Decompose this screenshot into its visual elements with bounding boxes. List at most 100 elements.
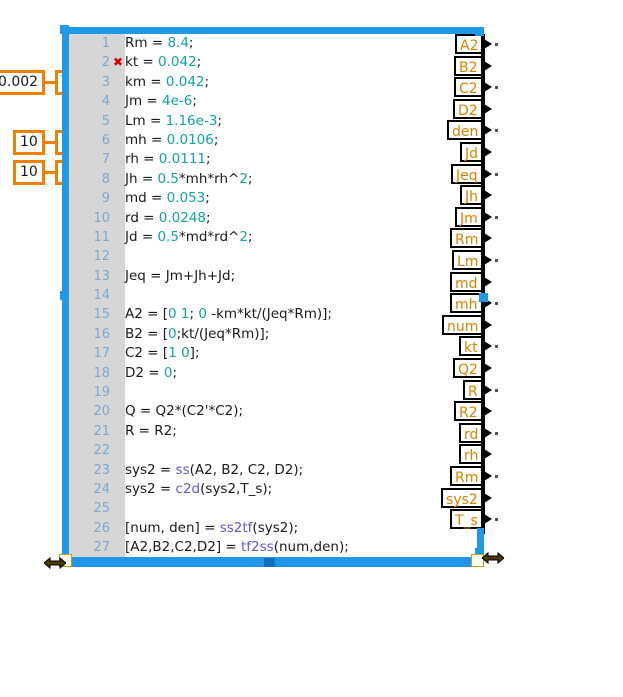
output-port-c2[interactable]: C2: [454, 77, 483, 97]
output-port-r2[interactable]: R2: [454, 401, 483, 421]
output-port-rm[interactable]: Rm: [450, 228, 484, 248]
output-port-signal-dot: [495, 259, 498, 262]
code-text[interactable]: km = 0.042;: [125, 73, 210, 90]
output-port-den[interactable]: den: [447, 120, 484, 140]
code-text[interactable]: Q = Q2*(C2'*C2);: [125, 403, 244, 420]
code-line[interactable]: 27[A2,B2,C2,D2] = tf2ss(num,den);: [69, 538, 475, 557]
input-value-q2[interactable]: 10: [13, 130, 45, 155]
output-port-jm[interactable]: Jm: [455, 207, 483, 227]
code-text[interactable]: mh = 0.0106;: [125, 131, 219, 148]
error-marker-icon[interactable]: ✖: [113, 55, 124, 70]
code-line[interactable]: 16 B2 = [0;kt/(Jeq*Rm)];: [69, 325, 475, 344]
output-port-mh[interactable]: mh: [450, 293, 483, 313]
code-text[interactable]: rd = 0.0248;: [125, 209, 211, 226]
selection-handle-top-right[interactable]: [475, 27, 484, 36]
code-text[interactable]: Jeq = Jm+Jh+Jd;: [125, 267, 236, 284]
output-port-r[interactable]: R: [463, 380, 483, 400]
line-number: 16: [93, 326, 110, 342]
resize-handle-bottom-right[interactable]: [471, 554, 484, 567]
code-line[interactable]: 25: [69, 499, 475, 518]
output-port-sys2[interactable]: sys2: [441, 488, 483, 508]
code-text[interactable]: C2 = [1 0];: [125, 345, 200, 362]
output-port-jeq[interactable]: Jeq: [451, 164, 483, 184]
code-text[interactable]: sys2 = c2d(sys2,T_s);: [125, 480, 273, 497]
output-port-d2[interactable]: D2: [453, 99, 483, 119]
input-connector-line: [45, 81, 55, 84]
code-line[interactable]: 14: [69, 286, 475, 305]
output-port-jd[interactable]: Jd: [460, 142, 484, 162]
output-port-arrow: [484, 406, 492, 416]
output-port-lm[interactable]: Lm: [452, 250, 484, 270]
output-port-signal-dot: [495, 129, 498, 132]
output-port-rm[interactable]: Rm: [450, 466, 484, 486]
output-port-arrow: [484, 320, 492, 330]
code-text[interactable]: D2 = 0;: [125, 364, 178, 381]
code-line[interactable]: 7 rh = 0.0111;: [69, 150, 475, 169]
output-port-md[interactable]: md: [450, 272, 483, 292]
output-port-jh[interactable]: Jh: [460, 185, 484, 205]
line-number: 7: [101, 152, 110, 168]
output-port-signal-dot: [495, 43, 498, 46]
selection-handle-middle-right[interactable]: [479, 293, 488, 302]
output-port-q2[interactable]: Q2: [453, 358, 483, 378]
code-text[interactable]: [num, den] = ss2tf(sys2);: [125, 519, 299, 536]
code-text[interactable]: Rm = 8.4;: [125, 35, 194, 51]
selection-handle-top-left[interactable]: [60, 25, 69, 34]
output-port-kt[interactable]: kt: [459, 336, 483, 356]
code-text[interactable]: rh = 0.0111;: [125, 151, 211, 168]
code-line[interactable]: 12: [69, 247, 475, 266]
code-text[interactable]: Jd = 0.5*md*rd^2;: [125, 228, 253, 245]
code-line[interactable]: 23 sys2 = ss(A2, B2, C2, D2);: [69, 461, 475, 480]
code-text[interactable]: kt = 0.042;: [125, 54, 202, 71]
code-line[interactable]: 11 Jd = 0.5*md*rd^2;: [69, 228, 475, 247]
code-line[interactable]: 26[num, den] = ss2tf(sys2);: [69, 519, 475, 538]
line-number: 11: [93, 229, 110, 245]
output-port-rh[interactable]: rh: [459, 444, 484, 464]
code-line[interactable]: 22: [69, 441, 475, 460]
output-port-t-s[interactable]: T_s: [450, 509, 483, 529]
code-text[interactable]: Jh = 0.5*mh*rh^2;: [125, 170, 253, 187]
code-text[interactable]: [A2,B2,C2,D2] = tf2ss(num,den);: [125, 539, 349, 556]
code-text[interactable]: R = R2;: [125, 422, 177, 439]
output-port-arrow: [484, 471, 492, 481]
code-text[interactable]: Jm = 4e-6;: [125, 93, 197, 110]
input-value-r2[interactable]: 10: [13, 160, 45, 185]
horizontal-scrollbar[interactable]: [69, 558, 475, 567]
code-line[interactable]: 19: [69, 383, 475, 402]
line-number: 23: [93, 462, 110, 478]
code-line[interactable]: 2✖kt = 0.042;: [69, 53, 475, 72]
output-port-rd[interactable]: rd: [459, 423, 484, 443]
code-text[interactable]: B2 = [0;kt/(Jeq*Rm)];: [125, 325, 270, 342]
output-port-signal-dot: [495, 518, 498, 521]
output-port-b2[interactable]: B2: [454, 56, 483, 76]
code-text[interactable]: sys2 = ss(A2, B2, C2, D2);: [125, 461, 304, 478]
selection-border-top: [62, 27, 482, 34]
output-port-num[interactable]: num: [442, 315, 484, 335]
output-port-a2[interactable]: A2: [455, 34, 484, 54]
code-text[interactable]: Lm = 1.16e-3;: [125, 112, 222, 129]
output-port-signal-dot: [495, 216, 498, 219]
horizontal-scrollbar-thumb[interactable]: [264, 558, 275, 567]
selection-handle-middle-left[interactable]: [60, 291, 69, 300]
code-text[interactable]: A2 = [0 1; 0 -km*kt/(Jeq*Rm)];: [125, 306, 332, 323]
input-value-t_s[interactable]: 0.002: [0, 70, 46, 95]
code-text[interactable]: md = 0.053;: [125, 190, 210, 207]
